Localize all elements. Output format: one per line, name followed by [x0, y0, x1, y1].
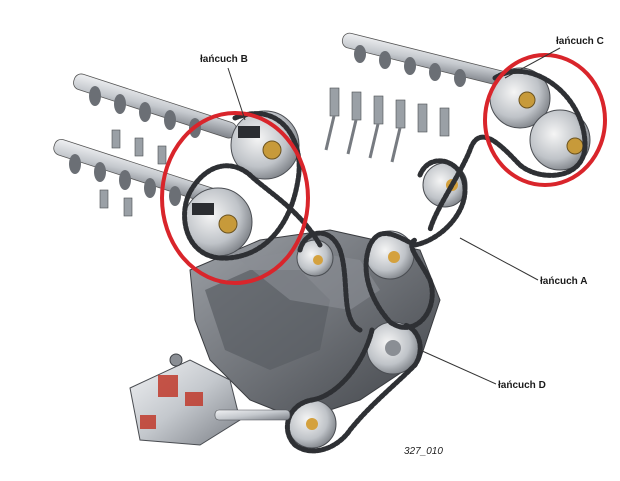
chain-a-path: [363, 158, 468, 330]
sprocket-left-upper: [230, 110, 300, 180]
label-chain-d: łańcuch D: [498, 380, 546, 391]
sprocket-right-upper: [489, 67, 551, 129]
leader-line-b: [227, 67, 246, 121]
camshaft-lower-left: [53, 139, 222, 206]
leader-line-c: [504, 47, 561, 79]
camshaft-upper-right: [341, 32, 509, 87]
chain-center-path: [297, 230, 363, 333]
highlight-circle-b: [160, 111, 310, 285]
left-valve-springs: [99, 129, 167, 217]
sprocket-right-lower: [529, 109, 591, 171]
highlight-circle-c: [483, 53, 607, 187]
right-valve-stems: [324, 115, 402, 163]
label-chain-c: łańcuch C: [556, 36, 604, 47]
leader-line-d: [419, 349, 497, 385]
label-chain-b: łańcuch B: [200, 54, 248, 65]
leader-line-a: [459, 237, 539, 281]
label-chain-a: łańcuch A: [540, 276, 588, 287]
oil-pump-assembly: [129, 353, 291, 446]
right-camshaft-bank: [324, 32, 509, 163]
right-valve-springs: [329, 87, 450, 137]
left-camshaft-bank: [53, 73, 237, 217]
camshaft-upper-left: [73, 73, 237, 139]
chain-d-path: [284, 322, 423, 454]
figure-id: 327_010: [404, 446, 443, 457]
chain-c-path: [427, 68, 588, 233]
intermediate-sprocket-center: [365, 230, 415, 280]
